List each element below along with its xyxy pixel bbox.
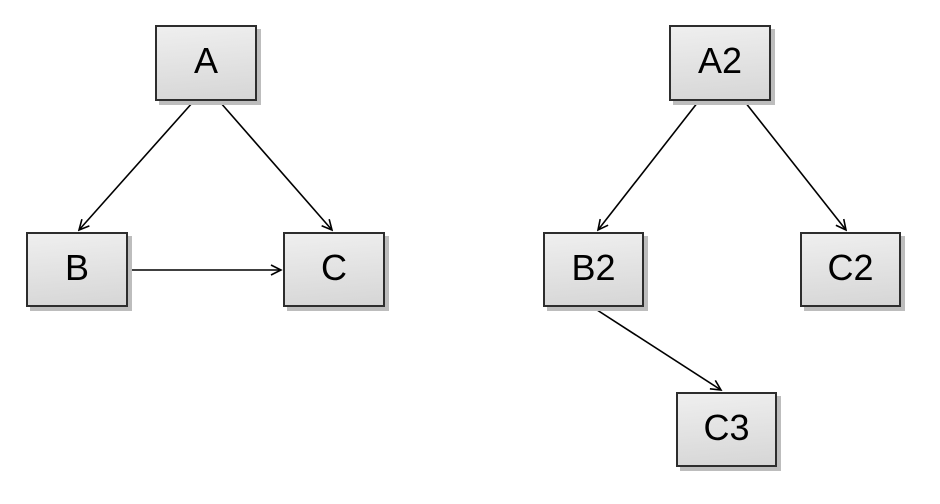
node-label-A: A [193, 40, 218, 81]
node-label-A2: A2 [697, 40, 743, 81]
node-C[interactable]: C [283, 232, 385, 307]
node-C3[interactable]: C3 [676, 392, 777, 467]
edge-A-B[interactable] [79, 101, 194, 230]
node-A2[interactable]: A2 [669, 25, 771, 101]
node-label-C2: C2 [827, 246, 874, 288]
node-label-C3: C3 [703, 406, 750, 448]
node-label-C: C [321, 246, 347, 288]
node-B2[interactable]: B2 [543, 232, 644, 307]
edge-B2-C3[interactable] [593, 307, 721, 390]
node-B[interactable]: B [26, 232, 128, 307]
edge-A2-C2[interactable] [744, 101, 846, 230]
node-label-B: B [64, 246, 89, 288]
edge-A-C[interactable] [219, 101, 332, 230]
node-label-B2: B2 [571, 246, 616, 288]
edge-A2-B2[interactable] [598, 101, 699, 230]
node-A[interactable]: A [155, 25, 257, 101]
node-C2[interactable]: C2 [800, 232, 901, 307]
